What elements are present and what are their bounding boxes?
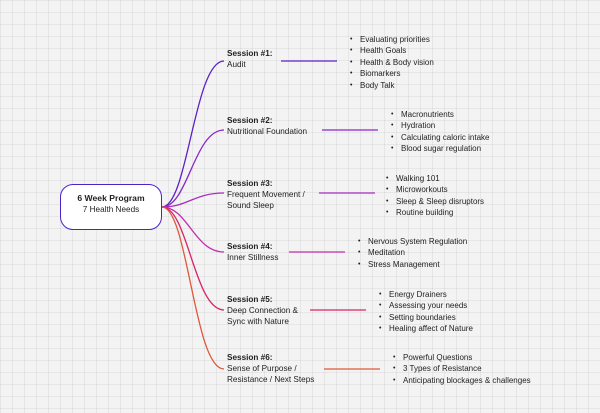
- list-item[interactable]: Powerful Questions: [393, 352, 531, 364]
- session-6-subtitle-line: Resistance / Next Steps: [227, 375, 315, 384]
- connector-session-1: [161, 60, 225, 208]
- session-3-item-list: Walking 101MicroworkoutsSleep & Sleep di…: [386, 173, 484, 219]
- list-item[interactable]: Blood sugar regulation: [391, 143, 490, 155]
- session-6-subtitle-line: Sense of Purpose /: [227, 364, 297, 373]
- list-item[interactable]: Health & Body vision: [350, 57, 434, 69]
- list-item[interactable]: Health Goals: [350, 45, 434, 57]
- session-2-title: Session #2:: [227, 116, 273, 125]
- list-item[interactable]: Microworkouts: [386, 184, 484, 196]
- list-item[interactable]: Biomarkers: [350, 68, 434, 80]
- session-6-title: Session #6:: [227, 353, 273, 362]
- list-item[interactable]: Routine building: [386, 207, 484, 219]
- connector-session-6: [161, 206, 225, 370]
- session-6-item-list: Powerful Questions3 Types of ResistanceA…: [393, 352, 531, 387]
- session-2-item-list: MacronutrientsHydrationCalculating calor…: [391, 109, 490, 155]
- list-item[interactable]: Nervous System Regulation: [358, 236, 467, 248]
- session-3-node[interactable]: Session #3: Frequent Movement / Sound Slee…: [227, 178, 305, 211]
- connector-session-2: [161, 129, 225, 208]
- session-1-item-list: Evaluating prioritiesHealth GoalsHealth …: [350, 34, 434, 91]
- root-subtitle: 7 Health Needs: [82, 205, 140, 214]
- list-item[interactable]: Sleep & Sleep disruptors: [386, 196, 484, 208]
- session-2-node[interactable]: Session #2: Nutritional Foundation: [227, 115, 307, 137]
- session-5-subtitle-line: Deep Connection &: [227, 306, 299, 315]
- session-4-node[interactable]: Session #4: Inner Stillness: [227, 241, 278, 263]
- session-4-subtitle-line: Inner Stillness: [227, 253, 279, 262]
- session-3-title: Session #3:: [227, 179, 273, 188]
- session-5-item-list: Energy DrainersAssessing your needsSetti…: [379, 289, 473, 335]
- session-1-title: Session #1:: [227, 49, 273, 58]
- list-item[interactable]: Walking 101: [386, 173, 484, 185]
- session-3-subtitle-line: Sound Sleep: [227, 201, 274, 210]
- list-item[interactable]: Energy Drainers: [379, 289, 473, 301]
- session-3-subtitle-line: Frequent Movement /: [227, 190, 305, 199]
- list-item[interactable]: Calculating caloric intake: [391, 132, 490, 144]
- session-1-subtitle-line: Audit: [227, 60, 246, 69]
- list-item[interactable]: Hydration: [391, 120, 490, 132]
- connector-session-5: [161, 206, 225, 311]
- list-item[interactable]: Evaluating priorities: [350, 34, 434, 46]
- list-item[interactable]: 3 Types of Resistance: [393, 363, 531, 375]
- list-item[interactable]: Assessing your needs: [379, 300, 473, 312]
- root-node[interactable]: 6 Week Program 7 Health Needs: [60, 184, 162, 230]
- list-item[interactable]: Meditation: [358, 247, 467, 259]
- list-item[interactable]: Setting boundaries: [379, 312, 473, 324]
- list-item[interactable]: Macronutrients: [391, 109, 490, 121]
- list-item[interactable]: Body Talk: [350, 80, 434, 92]
- session-2-subtitle-line: Nutritional Foundation: [227, 127, 308, 136]
- list-item[interactable]: Anticipating blockages & challenges: [393, 375, 531, 387]
- list-item[interactable]: Stress Management: [358, 259, 467, 271]
- session-4-title: Session #4:: [227, 242, 273, 251]
- root-title: 6 Week Program: [77, 193, 145, 203]
- session-5-node[interactable]: Session #5: Deep Connection & Sync with Na…: [227, 294, 298, 327]
- session-5-title: Session #5:: [227, 295, 273, 304]
- connector-session-3: [161, 192, 225, 208]
- session-6-node[interactable]: Session #6: Sense of Purpose / Resistance …: [227, 352, 314, 385]
- session-4-item-list: Nervous System RegulationMeditationStres…: [358, 236, 467, 271]
- session-1-node[interactable]: Session #1: Audit: [227, 48, 273, 70]
- list-item[interactable]: Healing affect of Nature: [379, 323, 473, 335]
- session-5-subtitle-line: Sync with Nature: [227, 317, 289, 326]
- connector-session-4: [161, 206, 225, 253]
